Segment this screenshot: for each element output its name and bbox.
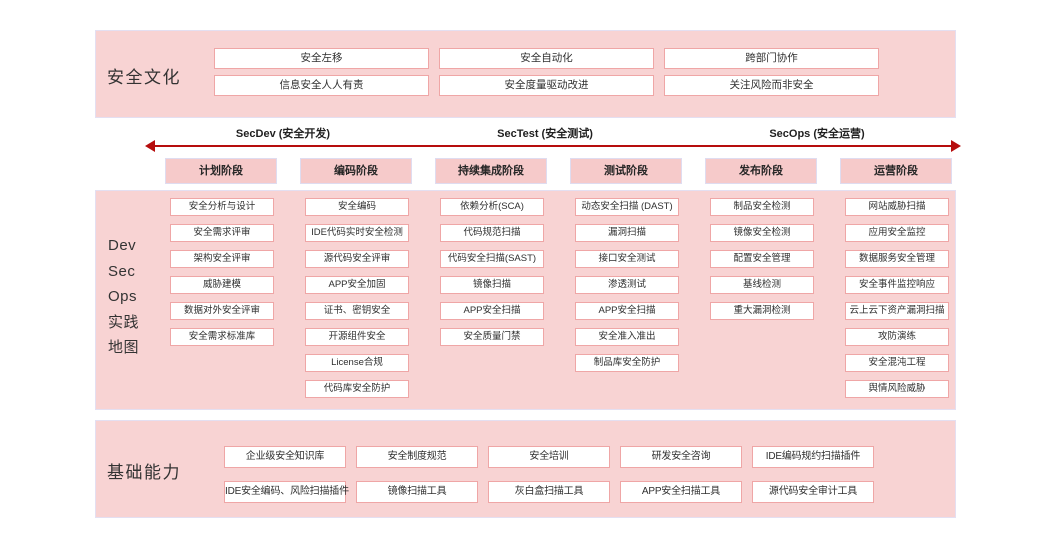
practice-column-4: 制品安全检测镜像安全检测配置安全管理基线检测重大漏洞检测 <box>710 198 814 320</box>
practice-item: 制品库安全防护 <box>575 354 679 372</box>
practice-item: 代码库安全防护 <box>305 380 409 398</box>
phase-header-4: 发布阶段 <box>705 158 817 184</box>
practice-item: 源代码安全评审 <box>305 250 409 268</box>
foundation-item: IDE安全编码、风险扫描插件 <box>224 481 349 503</box>
practice-item: 安全混沌工程 <box>845 354 949 372</box>
practice-item: 证书、密钥安全 <box>305 302 409 320</box>
practice-map-title-line: Ops <box>108 288 138 305</box>
culture-item: 信息安全人人有责 <box>214 75 429 96</box>
practice-map-title-line: 实践 <box>108 313 140 331</box>
practice-item: 安全需求标准库 <box>170 328 274 346</box>
practice-item: 重大漏洞检测 <box>710 302 814 320</box>
timeline-arrow-line <box>153 145 953 147</box>
timeline-label-secops: SecOps (安全运营) <box>769 128 865 140</box>
culture-item: 安全左移 <box>214 48 429 69</box>
culture-item: 跨部门协作 <box>664 48 879 69</box>
practice-column-0: 安全分析与设计安全需求评审架构安全评审威胁建模数据对外安全评审安全需求标准库 <box>170 198 274 346</box>
practice-column-5: 网站威胁扫描应用安全监控数据服务安全管理安全事件监控响应云上云下资产漏洞扫描攻防… <box>845 198 949 398</box>
foundation-panel: 基础能力 企业级安全知识库安全制度规范安全培训研发安全咨询 IDE编码规约扫描插件… <box>95 420 956 518</box>
practice-item: 制品安全检测 <box>710 198 814 216</box>
practice-column-1: 安全编码 IDE代码实时安全检测源代码安全评审 APP安全加固证书、密钥安全开源组件… <box>305 198 409 398</box>
phase-header-1: 编码阶段 <box>300 158 412 184</box>
practice-item: APP安全扫描 <box>575 302 679 320</box>
practice-item: 渗透测试 <box>575 276 679 294</box>
practice-item: 应用安全监控 <box>845 224 949 242</box>
culture-item: 安全自动化 <box>439 48 654 69</box>
practice-item: 攻防演练 <box>845 328 949 346</box>
practice-item: 基线检测 <box>710 276 814 294</box>
foundation-item: 安全制度规范 <box>356 446 478 468</box>
practice-item: 威胁建模 <box>170 276 274 294</box>
foundation-item: 研发安全咨询 <box>620 446 742 468</box>
practice-map-title-line: 地图 <box>108 339 140 356</box>
practice-item: 安全需求评审 <box>170 224 274 242</box>
security-culture-panel: 安全文化 安全左移安全自动化跨部门协作信息安全人人有责安全度量驱动改进关注风险而… <box>95 30 956 118</box>
practice-column-2: 依赖分析(SCA) 代码规范扫描代码安全扫描(SAST) 镜像扫描 APP安全扫描安全… <box>440 198 544 346</box>
culture-item: 安全度量驱动改进 <box>439 75 654 96</box>
foundation-title: 基础能力 <box>107 463 181 482</box>
practice-item: IDE代码实时安全检测 <box>305 224 409 242</box>
culture-item: 关注风险而非安全 <box>664 75 879 96</box>
timeline-label-sectest: SecTest (安全测试) <box>497 128 593 140</box>
phase-header-3: 测试阶段 <box>570 158 682 184</box>
arrow-left-icon <box>145 140 155 152</box>
security-culture-title: 安全文化 <box>107 68 181 87</box>
arrow-right-icon <box>951 140 961 152</box>
practice-item: 云上云下资产漏洞扫描 <box>845 302 949 320</box>
phase-header-5: 运营阶段 <box>840 158 952 184</box>
practice-item: APP安全扫描 <box>440 302 544 320</box>
practice-item: 安全事件监控响应 <box>845 276 949 294</box>
practice-item: 安全分析与设计 <box>170 198 274 216</box>
practice-item: 安全编码 <box>305 198 409 216</box>
foundation-item: 安全培训 <box>488 446 610 468</box>
practice-item: License合规 <box>305 354 409 372</box>
practice-item: 镜像安全检测 <box>710 224 814 242</box>
practice-item: 代码规范扫描 <box>440 224 544 242</box>
practice-item: 舆情风险威胁 <box>845 380 949 398</box>
practice-item: 数据服务安全管理 <box>845 250 949 268</box>
foundation-item: IDE编码规约扫描插件 <box>752 446 874 468</box>
timeline-label-secdev: SecDev (安全开发) <box>235 128 331 140</box>
practice-column-3: 动态安全扫描 (DAST) 漏洞扫描接口安全测试渗透测试 APP安全扫描安全准入准出… <box>575 198 679 372</box>
practice-item: 开源组件安全 <box>305 328 409 346</box>
foundation-item: APP安全扫描工具 <box>620 481 742 503</box>
practice-item: 安全质量门禁 <box>440 328 544 346</box>
practice-item: 动态安全扫描 (DAST) <box>575 198 679 216</box>
practice-item: APP安全加固 <box>305 276 409 294</box>
practice-item: 架构安全评审 <box>170 250 274 268</box>
phase-header-0: 计划阶段 <box>165 158 277 184</box>
practice-item: 镜像扫描 <box>440 276 544 294</box>
security-culture-items: 安全左移安全自动化跨部门协作信息安全人人有责安全度量驱动改进关注风险而非安全 <box>214 48 879 96</box>
practice-item: 接口安全测试 <box>575 250 679 268</box>
foundation-item: 灰白盒扫描工具 <box>488 481 610 503</box>
practice-item: 数据对外安全评审 <box>170 302 274 320</box>
foundation-item: 企业级安全知识库 <box>224 446 346 468</box>
practice-item: 配置安全管理 <box>710 250 814 268</box>
practice-item: 网站威胁扫描 <box>845 198 949 216</box>
practice-item: 安全准入准出 <box>575 328 679 346</box>
foundation-items: 企业级安全知识库安全制度规范安全培训研发安全咨询 IDE编码规约扫描插件 IDE安全… <box>224 446 874 503</box>
practice-item: 代码安全扫描(SAST) <box>440 250 544 268</box>
practice-map-title-line: Sec <box>108 262 136 280</box>
practice-map-title-line: Dev <box>108 237 137 254</box>
foundation-item: 镜像扫描工具 <box>356 481 478 503</box>
practice-item: 漏洞扫描 <box>575 224 679 242</box>
phase-header-2: 持续集成阶段 <box>435 158 547 184</box>
foundation-item: 源代码安全审计工具 <box>752 481 874 503</box>
practice-item: 依赖分析(SCA) <box>440 198 544 216</box>
